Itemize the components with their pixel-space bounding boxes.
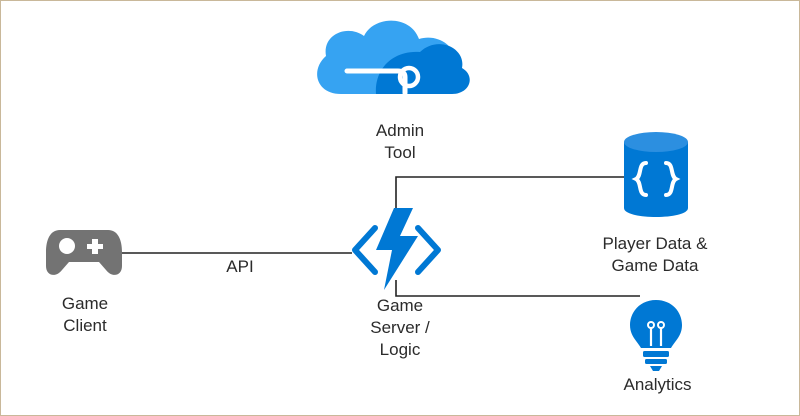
cloud-icon xyxy=(317,20,470,96)
server-to-data-connector xyxy=(395,176,624,218)
server-to-analytics-connector xyxy=(395,280,640,297)
function-lightning-icon xyxy=(352,208,441,290)
lightbulb-icon xyxy=(630,300,682,371)
admin-tool-label: Admin Tool xyxy=(375,121,425,162)
gamepad-icon xyxy=(46,230,122,275)
game-client-label: Game Client xyxy=(61,294,109,335)
game-server-label: Game Server / Logic xyxy=(370,296,430,359)
api-edge-label: API xyxy=(226,257,254,276)
player-data-label: Player Data & Game Data xyxy=(602,234,708,275)
analytics-label: Analytics xyxy=(623,375,692,394)
database-json-icon xyxy=(624,132,688,217)
